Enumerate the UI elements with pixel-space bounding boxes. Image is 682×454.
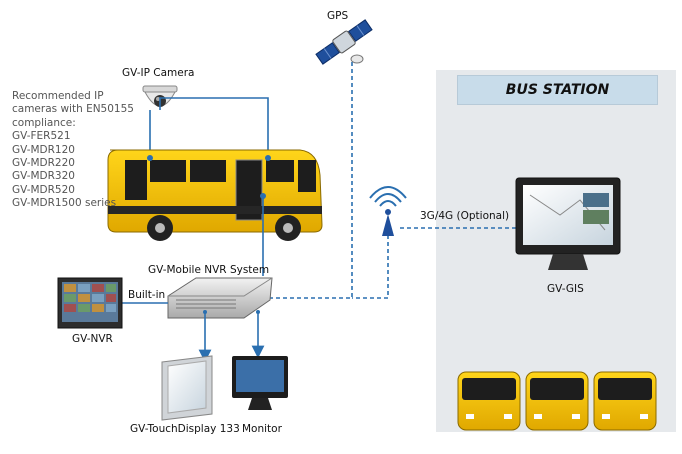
gis-label: GV-GIS [547, 283, 584, 295]
monitor-label: Monitor [242, 423, 282, 435]
camera-link-line [159, 97, 269, 158]
ip-camera-icon [142, 85, 178, 107]
gis-monitor-icon [515, 177, 621, 270]
station-bus-3-icon [593, 371, 657, 431]
nvr-label: GV-NVR [72, 333, 113, 345]
ip-camera-label: GV-IP Camera [122, 67, 195, 79]
gps-link-line [270, 62, 353, 299]
gps-dish-icon [350, 54, 364, 64]
station-bus-1-icon [457, 371, 521, 431]
camera-list-line: compliance: [12, 116, 76, 129]
cellular-antenna-icon [369, 186, 407, 236]
gps-satellite-icon [315, 19, 373, 65]
gps-label: GPS [327, 10, 349, 22]
touch-display-icon [161, 355, 213, 421]
camera-list-line: GV-MDR220 [12, 157, 75, 170]
camera-list-line: GV-MDR120 [12, 143, 75, 156]
camera-list-line: GV-MDR320 [12, 170, 75, 183]
camera-list-line: GV-FER521 [12, 130, 71, 143]
cellular-link-line [352, 227, 516, 299]
nvr-system-label: GV-Mobile NVR System [148, 264, 270, 276]
built-in-label: Built-in [128, 289, 166, 301]
station-bus-2-icon [525, 371, 589, 431]
bus-icon [107, 149, 323, 241]
nvr-screen-icon [57, 277, 123, 329]
bus-station-title: BUS STATION [457, 75, 658, 105]
monitor-icon [232, 356, 288, 410]
camera-list-line: GV-MDR1500 series [12, 197, 117, 210]
camera-list: Recommended IP cameras with EN50155 comp… [12, 90, 134, 211]
camera-list-line: GV-MDR520 [12, 183, 75, 196]
touch-display-label: GV-TouchDisplay 133 [130, 423, 240, 435]
camera-list-line: cameras with EN50155 [12, 103, 134, 116]
camera-list-line: Recommended IP [12, 90, 104, 102]
network-label: 3G/4G (Optional) [420, 210, 510, 222]
mobile-nvr-box-icon [167, 277, 273, 319]
